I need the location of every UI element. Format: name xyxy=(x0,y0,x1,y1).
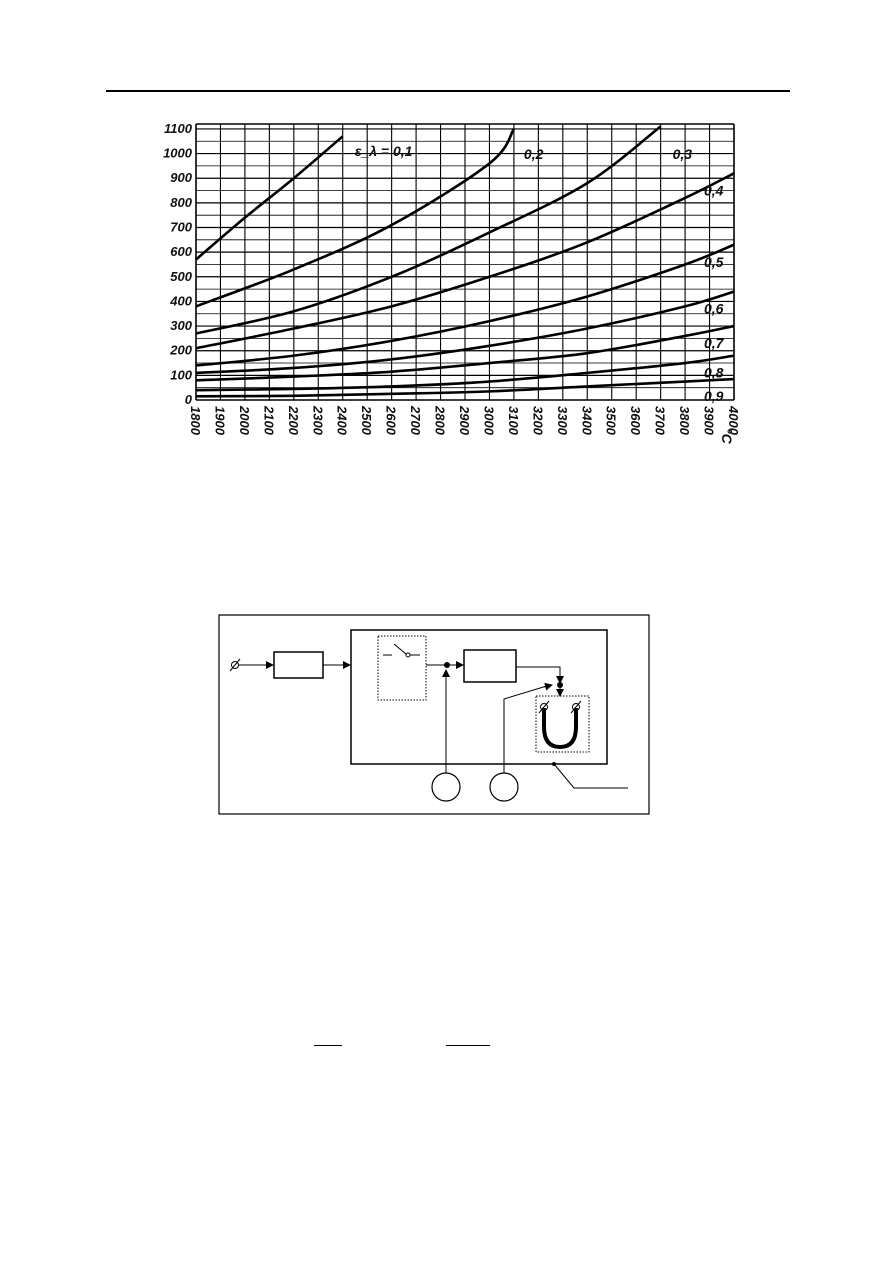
x-tick-label: 3800 xyxy=(677,406,692,436)
inner-chamber xyxy=(350,629,608,765)
x-tick-label: 3000 xyxy=(481,406,496,436)
series-label: 0,2 xyxy=(524,146,544,162)
radiation-temperature-chart: 0 100 200 300 400 500 600 700 800 900 1000 1100 180… xyxy=(163,121,741,445)
equation-fraction-bar-1 xyxy=(314,1045,342,1046)
series-curve xyxy=(195,128,516,308)
series-curve xyxy=(195,324,735,382)
equation-fraction-bar-2 xyxy=(446,1045,490,1046)
y-tick-labels: 0 100 200 300 400 500 600 700 800 900 1000 1100 xyxy=(163,121,193,407)
x-tick-label: 2200 xyxy=(286,405,301,436)
y-tick-label: 1100 xyxy=(164,121,193,136)
block-2 xyxy=(463,649,517,683)
x-tick-label: 2700 xyxy=(408,405,423,436)
gauge-2 xyxy=(489,772,519,802)
series-label: 0,8 xyxy=(704,365,724,381)
thermocouple-icon xyxy=(538,700,582,750)
x-tick-label: 2400 xyxy=(335,405,350,436)
x-tick-label: 2300 xyxy=(310,405,325,436)
series-label: 0,7 xyxy=(704,335,725,351)
x-tick-label: 1900 xyxy=(212,406,227,436)
y-tick-label: 500 xyxy=(170,269,192,284)
gauge-1 xyxy=(431,772,461,802)
series-label: 0,5 xyxy=(704,254,724,270)
x-tick-label: 4000 xyxy=(726,405,741,436)
leader-line xyxy=(553,763,628,789)
y-tick-label: 300 xyxy=(170,318,192,333)
x-tick-label: 3200 xyxy=(530,406,545,436)
x-tick-label: 1800 xyxy=(188,406,203,436)
y-tick-label: 400 xyxy=(169,293,192,308)
series-label: ε_λ = 0,1 xyxy=(355,143,413,159)
y-tick-label: 900 xyxy=(170,170,192,185)
terminal-icon xyxy=(229,658,241,672)
x-tick-labels: 1800 1900 2000 2100 2200 2300 2400 2500 2600 2700… xyxy=(188,405,741,436)
x-tick-label: 2500 xyxy=(359,405,374,436)
curve-labels: ε_λ = 0,1 0,2 0,3 0,4 0,5 0,6 0,7 0,8 0,9 xyxy=(355,143,725,404)
series-curve xyxy=(195,243,735,367)
header-rule xyxy=(106,90,790,92)
y-tick-label: 800 xyxy=(170,195,192,210)
x-tick-label: 2900 xyxy=(457,405,472,436)
series-label: 0,6 xyxy=(704,301,724,317)
x-tick-label: 3400 xyxy=(579,406,594,436)
y-tick-label: 0 xyxy=(185,392,193,407)
series-label: 0,4 xyxy=(704,182,724,198)
diagram-outer-frame xyxy=(218,614,650,815)
chart-grid xyxy=(195,123,735,401)
series-curve xyxy=(195,377,735,398)
wire-gauge2 xyxy=(503,684,551,773)
x-tick-label: 3100 xyxy=(506,406,521,436)
x-tick-label: 2000 xyxy=(237,405,252,436)
x-tick-label: 2100 xyxy=(261,405,276,436)
block-diagram xyxy=(218,614,650,815)
series-curve xyxy=(195,135,344,261)
y-tick-label: 600 xyxy=(170,244,192,259)
x-tick-label: 2800 xyxy=(433,405,448,436)
series-curve xyxy=(195,354,735,392)
x-tick-label: 3300 xyxy=(555,406,570,436)
output-node xyxy=(557,682,563,688)
x-unit-label: °C xyxy=(719,428,735,445)
y-tick-label: 200 xyxy=(169,343,192,358)
series-curve xyxy=(195,290,735,375)
switch-icon xyxy=(383,643,420,658)
junction-node xyxy=(444,662,450,668)
y-tick-label: 100 xyxy=(170,367,192,382)
x-tick-label: 3700 xyxy=(653,406,668,436)
x-tick-label: 3900 xyxy=(702,406,717,436)
y-tick-label: 700 xyxy=(170,220,192,235)
switch-block xyxy=(377,635,427,701)
thermocouple-block xyxy=(535,695,590,753)
series-curve xyxy=(195,125,662,335)
x-tick-label: 3600 xyxy=(628,406,643,436)
block-1 xyxy=(273,651,324,679)
wire-block2-node xyxy=(516,666,561,680)
chart-curves xyxy=(195,125,735,398)
x-tick-label: 2600 xyxy=(384,405,399,436)
series-curve xyxy=(195,172,735,350)
series-label: 0,9 xyxy=(704,388,724,404)
series-label: 0,3 xyxy=(673,146,693,162)
y-tick-label: 1000 xyxy=(163,146,193,161)
x-tick-label: 3500 xyxy=(604,406,619,436)
